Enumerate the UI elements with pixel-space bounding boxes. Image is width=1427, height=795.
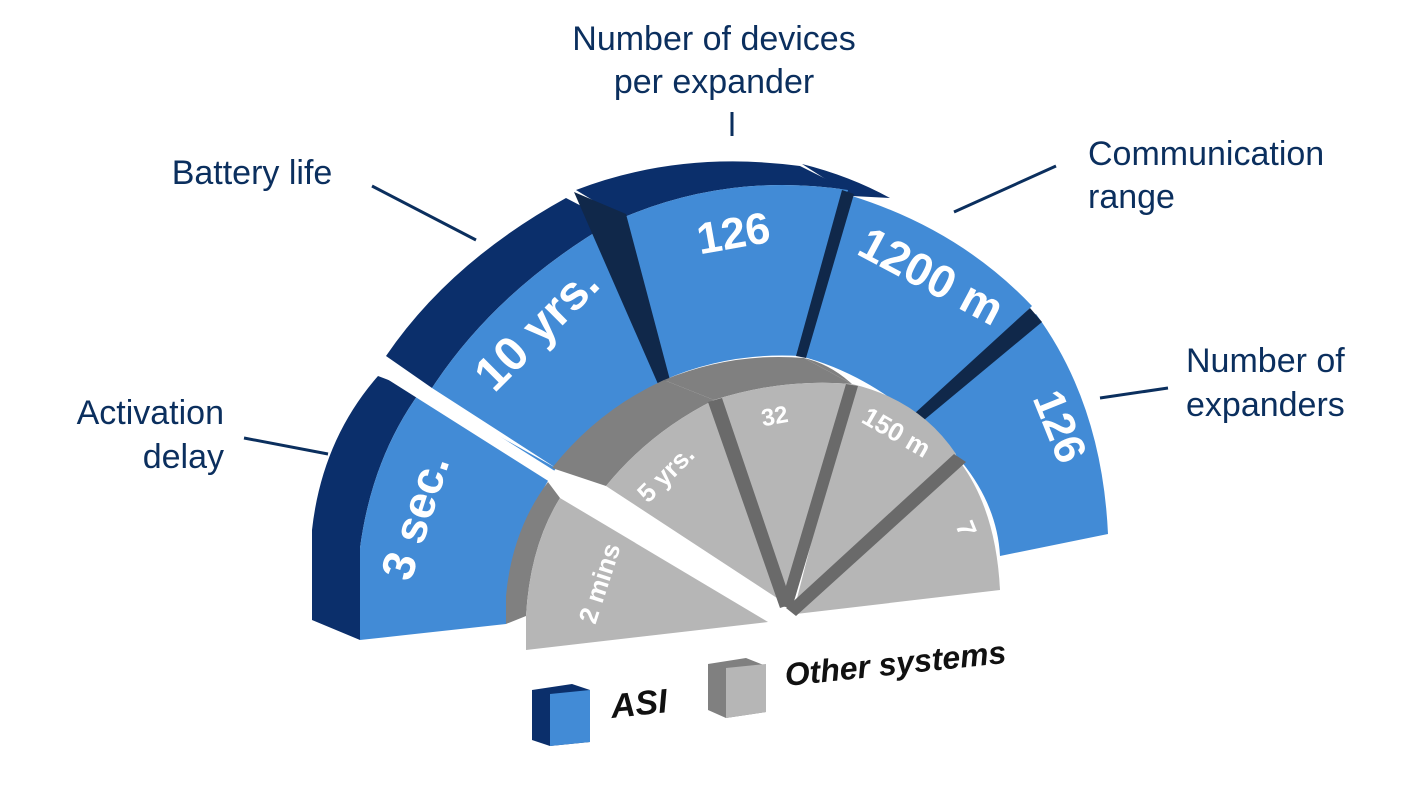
other-battery-face <box>606 400 780 600</box>
label-range-line1: Communication <box>1088 135 1324 173</box>
asi-expanders-face <box>916 314 1108 556</box>
other-devices-face <box>714 382 852 606</box>
asi-activation-side <box>312 376 420 640</box>
legend-other-label: Other systems <box>783 634 1008 693</box>
asi-range-face <box>800 196 1032 418</box>
asi-battery-face <box>432 222 664 468</box>
asi-seam-3 <box>914 308 1042 420</box>
label-activation-line1: Activation <box>77 394 224 432</box>
other-devices-value: 32 <box>759 401 790 432</box>
legend-asi-swatch <box>532 684 590 746</box>
callout-line-range <box>953 164 1057 214</box>
other-battery-side <box>552 380 714 486</box>
callout-line-activation <box>243 436 329 456</box>
legend: ASI Other systems <box>532 634 1008 746</box>
other-seam-2 <box>780 384 858 608</box>
other-activation-face <box>526 498 768 650</box>
asi-devices-face <box>622 184 848 380</box>
other-range-face <box>794 384 956 610</box>
asi-battery-side <box>386 198 612 388</box>
callout-labels: Activation delay Battery life Number of … <box>77 20 1346 476</box>
asi-seam-2 <box>796 190 854 358</box>
other-range-side <box>804 358 852 384</box>
label-expanders-line2: expanders <box>1186 386 1345 424</box>
other-fan <box>506 356 1000 650</box>
label-range-line2: range <box>1088 178 1175 216</box>
legend-other-swatch <box>708 658 766 718</box>
other-seam-3 <box>786 454 966 616</box>
callout-line-expanders <box>1099 386 1169 400</box>
label-devices-line1: Number of devices <box>572 20 855 58</box>
label-battery: Battery life <box>172 154 333 192</box>
other-expanders-face <box>796 462 1000 614</box>
asi-devices-side <box>576 161 848 218</box>
other-activation-side <box>506 482 560 624</box>
asi-seam-1 <box>574 192 670 384</box>
label-expanders-line1: Number of <box>1186 342 1345 380</box>
label-activation-line2: delay <box>143 438 224 476</box>
callout-lines <box>243 112 1169 456</box>
asi-range-side <box>802 164 890 198</box>
legend-asi-label: ASI <box>608 682 671 726</box>
other-devices-side <box>664 356 852 400</box>
asi-gap-white <box>376 366 760 606</box>
asi-fan <box>312 161 1108 640</box>
label-devices-line2: per expander <box>614 63 814 101</box>
callout-line-battery <box>371 184 477 242</box>
other-seam-1 <box>708 398 792 608</box>
